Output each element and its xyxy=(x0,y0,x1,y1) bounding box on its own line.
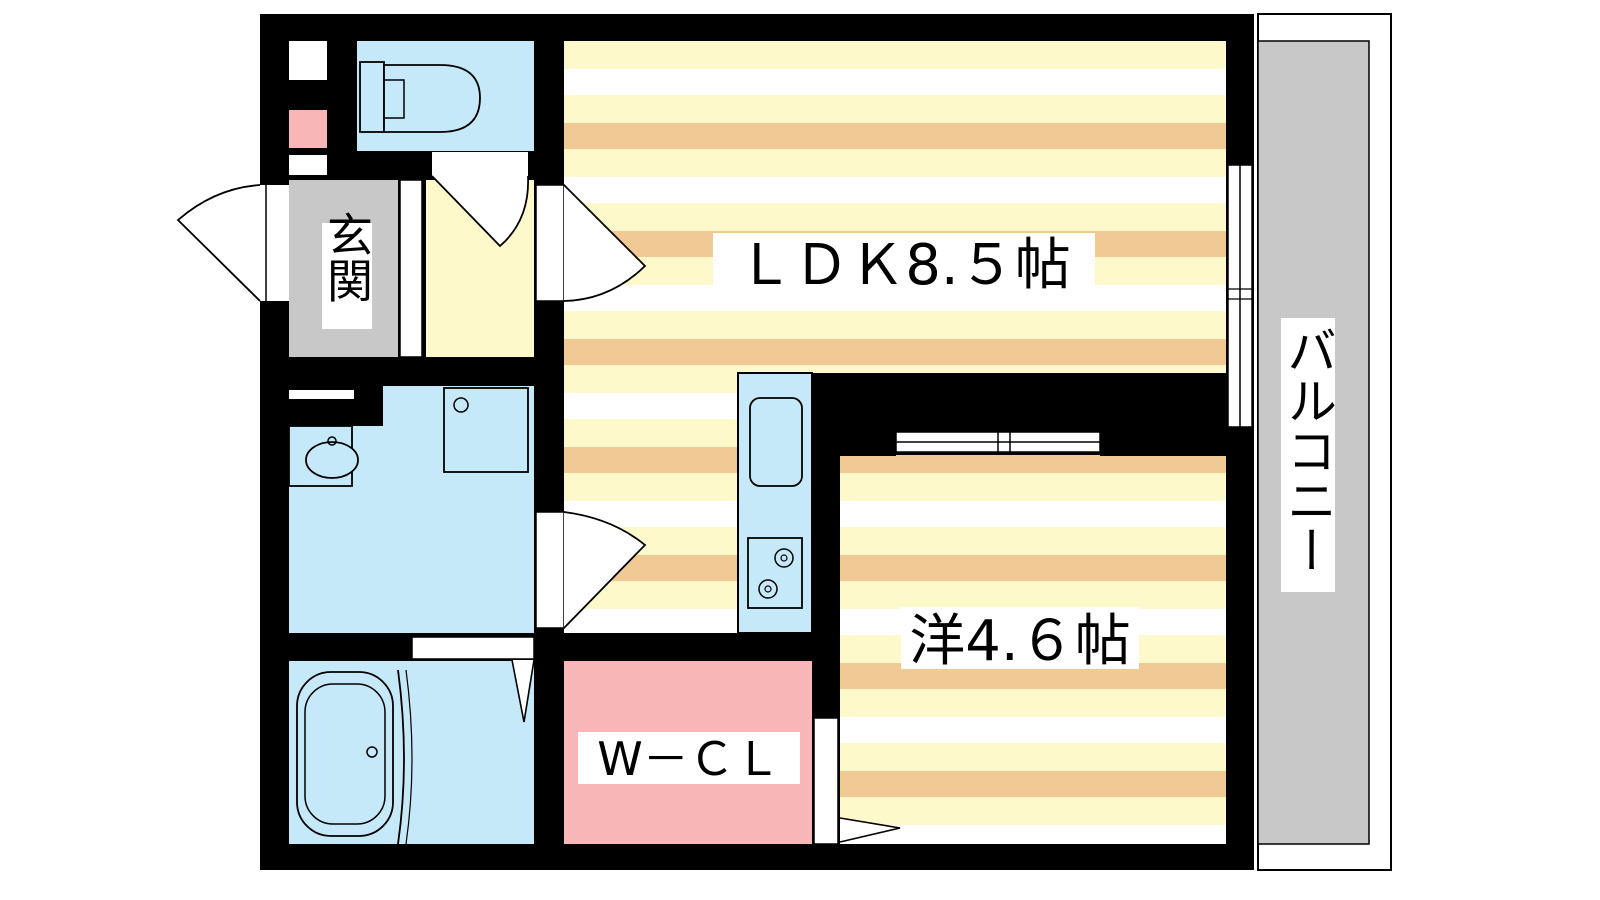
stove xyxy=(747,537,803,609)
small-white-strip xyxy=(289,155,327,175)
entrance-label-bg xyxy=(322,223,372,329)
washing-machine-pan xyxy=(443,387,529,473)
wcl-label: W－ＣＬ xyxy=(597,732,780,786)
western-label-bg xyxy=(901,607,1139,669)
wcl-label-bg xyxy=(578,732,800,784)
ldk-floor xyxy=(564,41,1226,373)
front-door xyxy=(176,184,289,302)
partition-wall-top-right xyxy=(1100,428,1254,456)
wcl-door xyxy=(813,717,901,845)
small-white-box xyxy=(289,41,327,80)
sink xyxy=(749,397,803,487)
toilet-door-frame xyxy=(432,152,528,176)
toilet-door-swing xyxy=(431,175,529,248)
ldk-label-bg xyxy=(713,233,1095,293)
balcony-label: バルコニー xyxy=(1279,325,1337,575)
washroom-door xyxy=(535,511,647,629)
bathroom-door-frame xyxy=(411,636,535,660)
sliding-door-ldk-western xyxy=(895,431,1101,453)
bathroom xyxy=(289,661,534,845)
toilet-icon xyxy=(383,64,481,133)
entrance-label: 玄関 xyxy=(320,211,374,303)
burner-icon-2 xyxy=(758,579,778,599)
washbasin-icon xyxy=(305,441,359,479)
toilet-room xyxy=(357,41,534,151)
balcony-window xyxy=(1227,164,1253,428)
bathtub xyxy=(296,671,394,837)
western-room-label: 洋4.６帖 xyxy=(909,609,1130,674)
ldk-door xyxy=(535,184,647,302)
bathroom-door-swing xyxy=(511,659,535,723)
bath-door-fold xyxy=(397,669,405,845)
burner-icon xyxy=(774,548,794,568)
small-pink-box xyxy=(289,110,327,148)
balcony xyxy=(1257,13,1392,871)
ldk-label: ＬＤＫ8.５帖 xyxy=(737,233,1070,298)
kitchen-counter xyxy=(737,372,813,634)
partition-wall-vertical xyxy=(812,428,840,718)
entrance-frame xyxy=(399,179,423,358)
balcony-label-bg xyxy=(1281,318,1335,592)
toilet-tank xyxy=(359,61,385,133)
washroom xyxy=(288,386,534,633)
